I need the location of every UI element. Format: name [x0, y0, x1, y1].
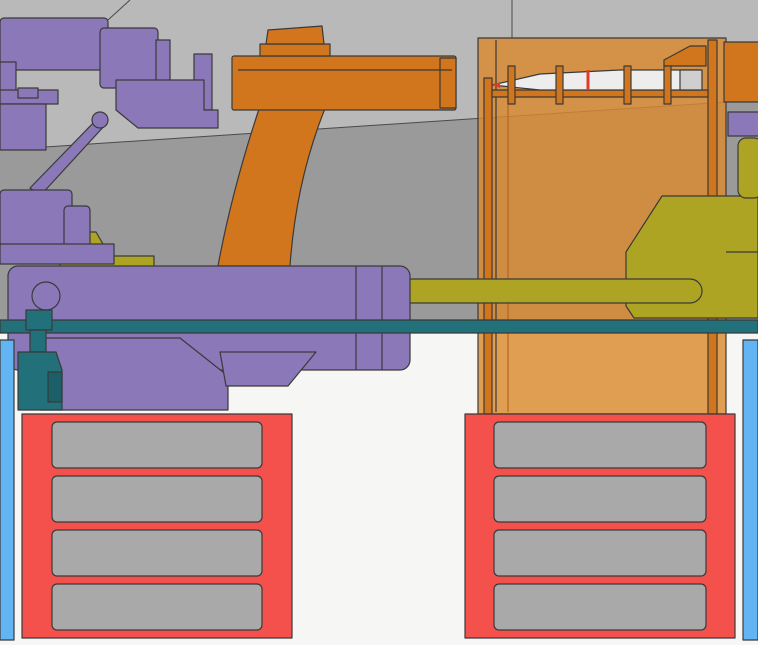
- support-wire-left: [107, 0, 131, 21]
- rack-shelf: [491, 89, 709, 98]
- storage-cell: [493, 421, 707, 469]
- upper-left-machine: [0, 17, 219, 151]
- storage-cell: [51, 583, 263, 631]
- storage-cell: [493, 529, 707, 577]
- rack-top-bracket: [663, 45, 707, 67]
- rack-clip: [623, 65, 632, 105]
- rail-post: [29, 329, 47, 353]
- pivot-knob: [31, 281, 61, 311]
- rack-clip: [507, 65, 516, 105]
- cross-rail: [0, 319, 758, 334]
- rack-clip: [555, 65, 564, 105]
- upper-right-beam: [723, 41, 758, 103]
- left-storage-bank: [21, 413, 293, 639]
- lower-left-machine: [0, 189, 411, 411]
- storage-cell: [51, 475, 263, 523]
- right-storage-bank: [464, 413, 736, 639]
- side-panel-left: [0, 339, 15, 641]
- side-panel-right: [742, 339, 758, 641]
- gun-barrel: [399, 278, 703, 304]
- storage-cell: [493, 583, 707, 631]
- storage-cell: [51, 421, 263, 469]
- rack-post-left: [483, 77, 493, 415]
- storage-cell: [51, 529, 263, 577]
- rail-bracket: [25, 309, 53, 331]
- storage-cell: [493, 475, 707, 523]
- rack-clip: [663, 65, 672, 105]
- feed-head: [231, 55, 457, 111]
